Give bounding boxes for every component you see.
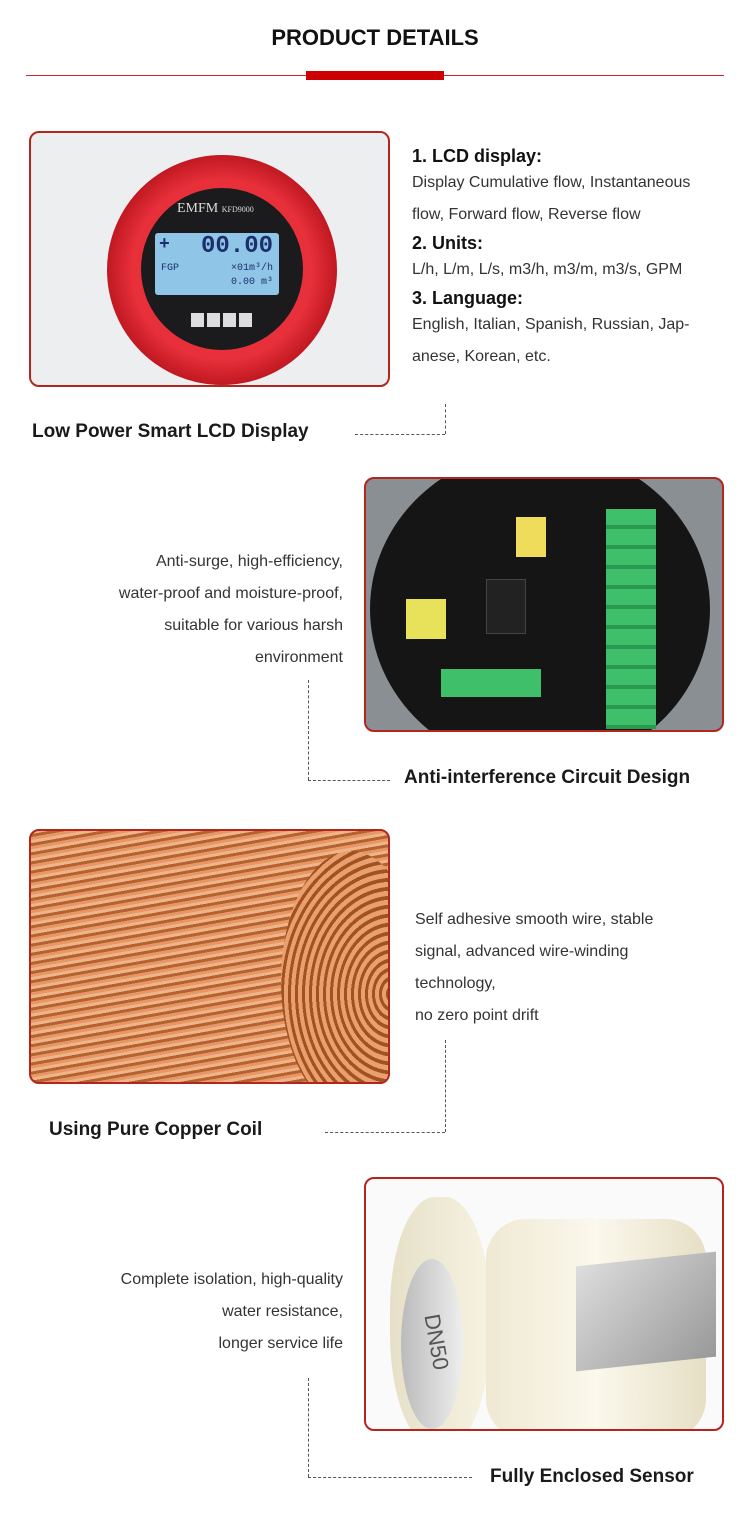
description-line: no zero point drift — [415, 1007, 539, 1024]
description-line: suitable for various harsh — [164, 617, 343, 634]
sensor-description: Complete isolation, high-quality water r… — [20, 1264, 343, 1360]
connector-line — [355, 434, 445, 435]
description-line: longer service life — [218, 1335, 344, 1352]
description-line: signal, advanced wire-winding — [415, 943, 629, 960]
description-line: Anti-surge, high-efficiency, — [155, 553, 343, 570]
connector-line — [445, 1040, 446, 1132]
feature-text: flow, Forward flow, Reverse flow — [412, 206, 641, 223]
lcd-features: 1. LCD display: Display Cumulative flow,… — [412, 146, 742, 373]
brand-label: EMFM — [177, 201, 219, 216]
feature-text: anese, Korean, etc. — [412, 348, 551, 365]
circuit-board-image — [364, 477, 724, 732]
description-line: Self adhesive smooth wire, stable — [415, 911, 654, 928]
connector-line — [325, 1132, 445, 1133]
feature-heading: 1. LCD display: — [412, 146, 543, 166]
lcd-reading: 00.00 — [200, 233, 273, 260]
description-line: water-proof and moisture-proof, — [118, 585, 343, 602]
description-line: water resistance, — [222, 1303, 343, 1320]
connector-line — [308, 780, 390, 781]
title-divider-accent — [306, 71, 444, 80]
lcd-mode: FGP — [161, 263, 180, 274]
section-caption: Anti-interference Circuit Design — [404, 767, 691, 788]
lcd-total: 0.00 m³ — [230, 277, 273, 288]
description-line: Complete isolation, high-quality — [120, 1271, 343, 1288]
feature-heading: 3. Language: — [412, 288, 524, 308]
lcd-display-image: EMFM KFD9000 + 00.00 FGP ×01m³/h 0.00 m³ — [29, 131, 390, 387]
copper-coil-image — [29, 829, 390, 1084]
connector-line — [445, 404, 446, 434]
description-line: technology, — [415, 975, 496, 992]
page-title: PRODUCT DETAILS — [271, 25, 479, 50]
model-label: KFD9000 — [221, 205, 254, 214]
connector-line — [308, 1378, 309, 1477]
feature-text: Display Cumulative flow, Instantaneous — [412, 174, 691, 191]
connector-line — [308, 1477, 472, 1478]
lcd-screen: + 00.00 FGP ×01m³/h 0.00 m³ — [155, 233, 279, 295]
circuit-description: Anti-surge, high-efficiency, water-proof… — [20, 546, 343, 674]
section-caption: Using Pure Copper Coil — [49, 1119, 263, 1140]
section-caption: Fully Enclosed Sensor — [490, 1466, 694, 1487]
coil-description: Self adhesive smooth wire, stable signal… — [415, 904, 745, 1032]
sensor-image: DN50 — [364, 1177, 724, 1431]
description-line: environment — [254, 649, 343, 666]
feature-text: L/h, L/m, L/s, m3/h, m3/m, m3/s, GPM — [412, 261, 683, 278]
connector-line — [308, 680, 309, 780]
lcd-rate-unit: ×01m³/h — [230, 263, 273, 274]
feature-text: English, Italian, Spanish, Russian, Jap- — [412, 316, 690, 333]
feature-heading: 2. Units: — [412, 233, 484, 253]
section-caption: Low Power Smart LCD Display — [32, 421, 309, 442]
